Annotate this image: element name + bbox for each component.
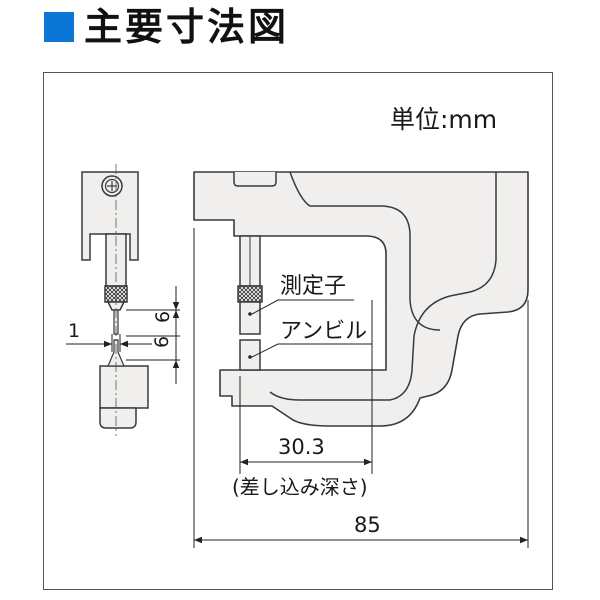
- frame-back-strap: [269, 172, 497, 401]
- front-view: [193, 171, 529, 427]
- side-anvil-stem: [99, 407, 137, 429]
- frame-inner-curve: [289, 171, 441, 331]
- dim-side-lower: 6: [151, 336, 173, 348]
- front-spindle-knurl: [237, 285, 263, 303]
- side-view: [81, 171, 149, 429]
- contact-point: [239, 301, 261, 335]
- frame-top-block: [233, 172, 277, 187]
- label-leaders: [251, 299, 372, 358]
- side-dimensions: [66, 286, 180, 384]
- dim-throat-depth-note: (差し込み深さ): [232, 475, 368, 499]
- header-accent-square: [44, 12, 74, 42]
- unit-label: 単位:mm: [390, 105, 497, 134]
- side-screw-icon: [101, 175, 123, 197]
- dim-throat-depth: 30.3: [278, 435, 325, 459]
- diagram-panel: [43, 72, 553, 590]
- dim-side-upper: 6: [152, 311, 174, 323]
- frame-body: [193, 171, 529, 427]
- side-lower-frame: [99, 365, 149, 409]
- anvil: [239, 339, 261, 371]
- front-dimensions: [193, 228, 529, 548]
- dim-side-gap: 1: [68, 320, 80, 342]
- section-header: 主要寸法図: [44, 2, 289, 52]
- label-anvil: アンビル: [280, 319, 367, 344]
- page-title: 主要寸法図: [84, 5, 290, 49]
- side-upper-frame: [81, 171, 139, 261]
- label-contact-point: 測定子: [280, 274, 346, 299]
- dim-overall-width: 85: [354, 513, 381, 537]
